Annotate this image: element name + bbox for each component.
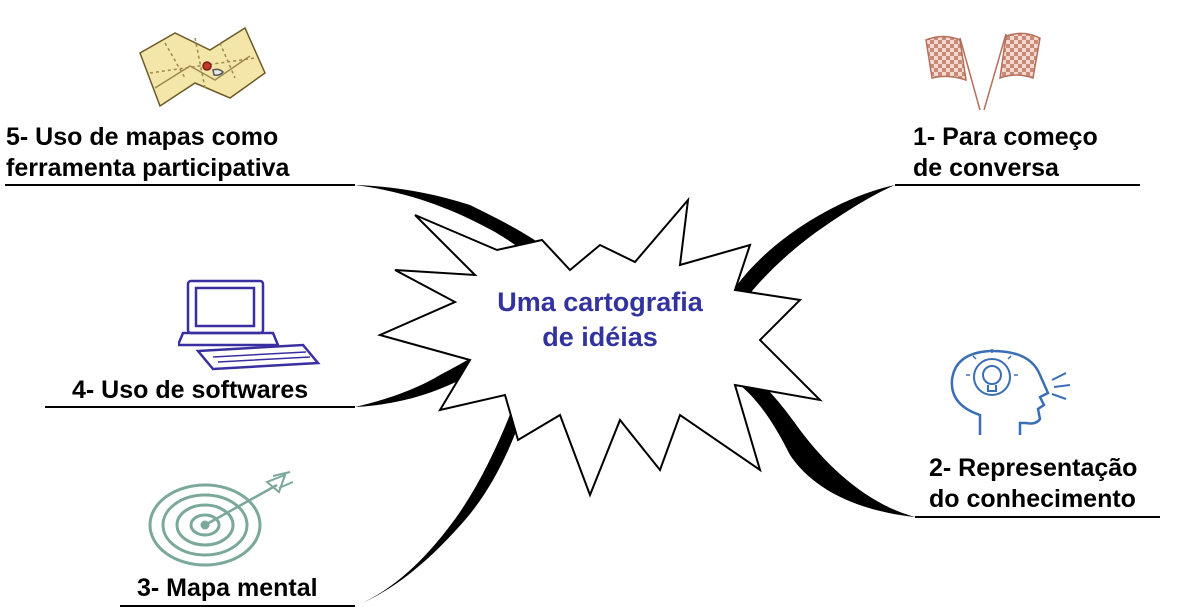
central-topic-line2: de idéias — [542, 322, 658, 352]
central-starburst — [377, 196, 823, 498]
central-topic-line1: Uma cartografia — [497, 287, 703, 317]
central-topic: Uma cartografia de idéias — [470, 285, 730, 355]
branch-2-line2: do conhecimento — [929, 485, 1136, 513]
branch-label-1: 1- Para começo de conversa — [913, 122, 1098, 184]
branch-label-5: 5- Uso de mapas como ferramenta particip… — [6, 122, 289, 184]
branch-label-2: 2- Representação do conhecimento — [929, 453, 1137, 515]
checkered-flags-icon — [925, 32, 1041, 111]
branch-label-4: 4- Uso de softwares — [72, 375, 308, 406]
branch-2-line1: 2- Representação — [929, 454, 1138, 482]
computer-icon — [178, 279, 321, 371]
branch-1-line2: de conversa — [913, 154, 1059, 182]
branch-connector-1 — [730, 184, 1140, 300]
map-icon — [139, 26, 266, 108]
branch-5-line1: 5- Uso de mapas como — [6, 123, 279, 151]
branch-3-line1: 3- Mapa mental — [137, 574, 318, 602]
head-lightbulb-icon — [950, 349, 1071, 435]
target-arrow-icon — [148, 471, 294, 567]
branch-5-line2: ferramenta participativa — [6, 154, 290, 182]
branch-connector-4 — [45, 335, 510, 408]
branch-label-3: 3- Mapa mental — [137, 573, 318, 604]
branch-4-line1: 4- Uso de softwares — [72, 376, 309, 404]
branch-1-line1: 1- Para começo — [913, 123, 1098, 151]
